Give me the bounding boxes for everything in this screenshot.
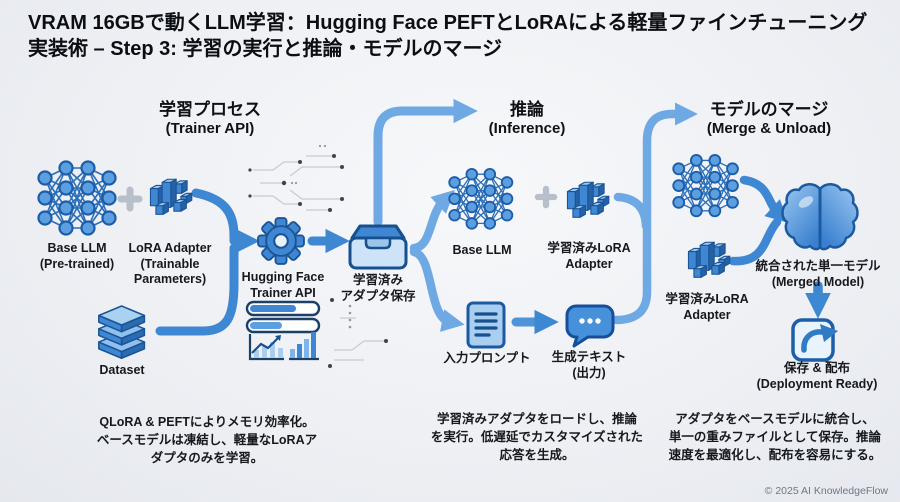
line-chart-icon xyxy=(248,334,284,361)
note-inference: 学習済みアダプタをロードし、推論 を実行。低遅延でカスタマイズされた 応答を生成… xyxy=(430,412,644,463)
archive-box-icon xyxy=(348,224,408,270)
subheading-text: (Inference) xyxy=(488,120,566,137)
section-heading-training: 学習プロセス (Trainer API) xyxy=(110,95,310,137)
label-adapter-save: 学習済み アダプタ保存 xyxy=(340,273,416,303)
export-icon xyxy=(793,320,838,360)
label-generated-text: 生成テキスト (出力) xyxy=(551,350,627,380)
plus-icon xyxy=(538,189,554,205)
circuit-decoration-top xyxy=(248,144,344,212)
heading-text: 学習プロセス xyxy=(159,100,261,119)
arrow-output-to-merge xyxy=(611,102,698,325)
lora-blocks-icon xyxy=(566,181,610,218)
label-merged-model: 統合された単一モデル (Merged Model) xyxy=(755,259,881,289)
heading-text: 推論 xyxy=(510,100,544,119)
arrow-dataset-to-trainer xyxy=(155,243,239,336)
label-trained-lora-merge: 学習済みLoRA Adapter xyxy=(665,292,749,322)
label-base-llm-pretrained: Base LLM (Pre-trained) xyxy=(39,241,115,271)
neural-network-icon xyxy=(37,160,117,236)
document-icon xyxy=(466,301,506,349)
arrow-save-to-basellm xyxy=(409,189,455,253)
flow-arrows xyxy=(155,98,831,336)
label-dataset: Dataset xyxy=(99,363,145,377)
dataset-icon xyxy=(98,305,146,360)
arrow-blocks-to-brain xyxy=(728,217,782,266)
chat-bubble-icon xyxy=(565,304,615,348)
arrow-lora-to-trainer xyxy=(191,188,260,254)
label-trainer-api: Hugging Face Trainer API xyxy=(241,270,325,300)
label-base-llm-inference: Base LLM xyxy=(452,243,512,257)
neural-network-icon xyxy=(672,154,739,218)
heading-text: モデルのマージ xyxy=(709,100,829,119)
label-trained-lora-inference: 学習済みLoRA Adapter xyxy=(547,241,631,271)
lora-blocks-icon xyxy=(149,178,193,215)
note-training: QLoRA & PEFTによりメモリ効率化。 ベースモデルは凍結し、軽量なLoR… xyxy=(96,415,318,466)
lora-blocks-icon xyxy=(687,241,731,278)
page-title: VRAM 16GBで動くLLM学習：Hugging Face PEFTとLoRA… xyxy=(28,12,868,60)
label-input-prompt: 入力プロンプト xyxy=(443,351,531,365)
subheading-text: (Merge & Unload) xyxy=(706,120,832,137)
bar-chart-icon xyxy=(289,332,319,361)
arrow-save-to-prompt xyxy=(409,247,465,332)
gear-icon xyxy=(256,216,306,266)
plus-icon xyxy=(121,190,139,208)
arrow-nn-to-brain xyxy=(739,175,790,224)
arrow-save-to-inference xyxy=(373,98,478,227)
circuit-decoration-bottom xyxy=(328,298,388,368)
label-deployment-ready: 保存 & 配布 (Deployment Ready) xyxy=(756,361,878,391)
neural-network-icon xyxy=(448,167,514,230)
section-heading-inference: 推論 (Inference) xyxy=(427,95,627,137)
copyright-text: © 2025 AI KnowledgeFlow xyxy=(764,485,888,497)
section-heading-merge: モデルのマージ (Merge & Unload) xyxy=(669,95,869,137)
label-lora-adapter-trainable: LoRA Adapter (Trainable Parameters) xyxy=(128,241,212,287)
subheading-text: (Trainer API) xyxy=(165,120,255,137)
note-merge: アダプタをベースモデルに統合し、 単一の重みファイルとして保存。推論 速度を最適… xyxy=(668,412,882,463)
arrow-adapter-join-merge xyxy=(613,192,651,231)
progress-bars-icon xyxy=(245,300,321,334)
brain-icon xyxy=(783,184,858,249)
